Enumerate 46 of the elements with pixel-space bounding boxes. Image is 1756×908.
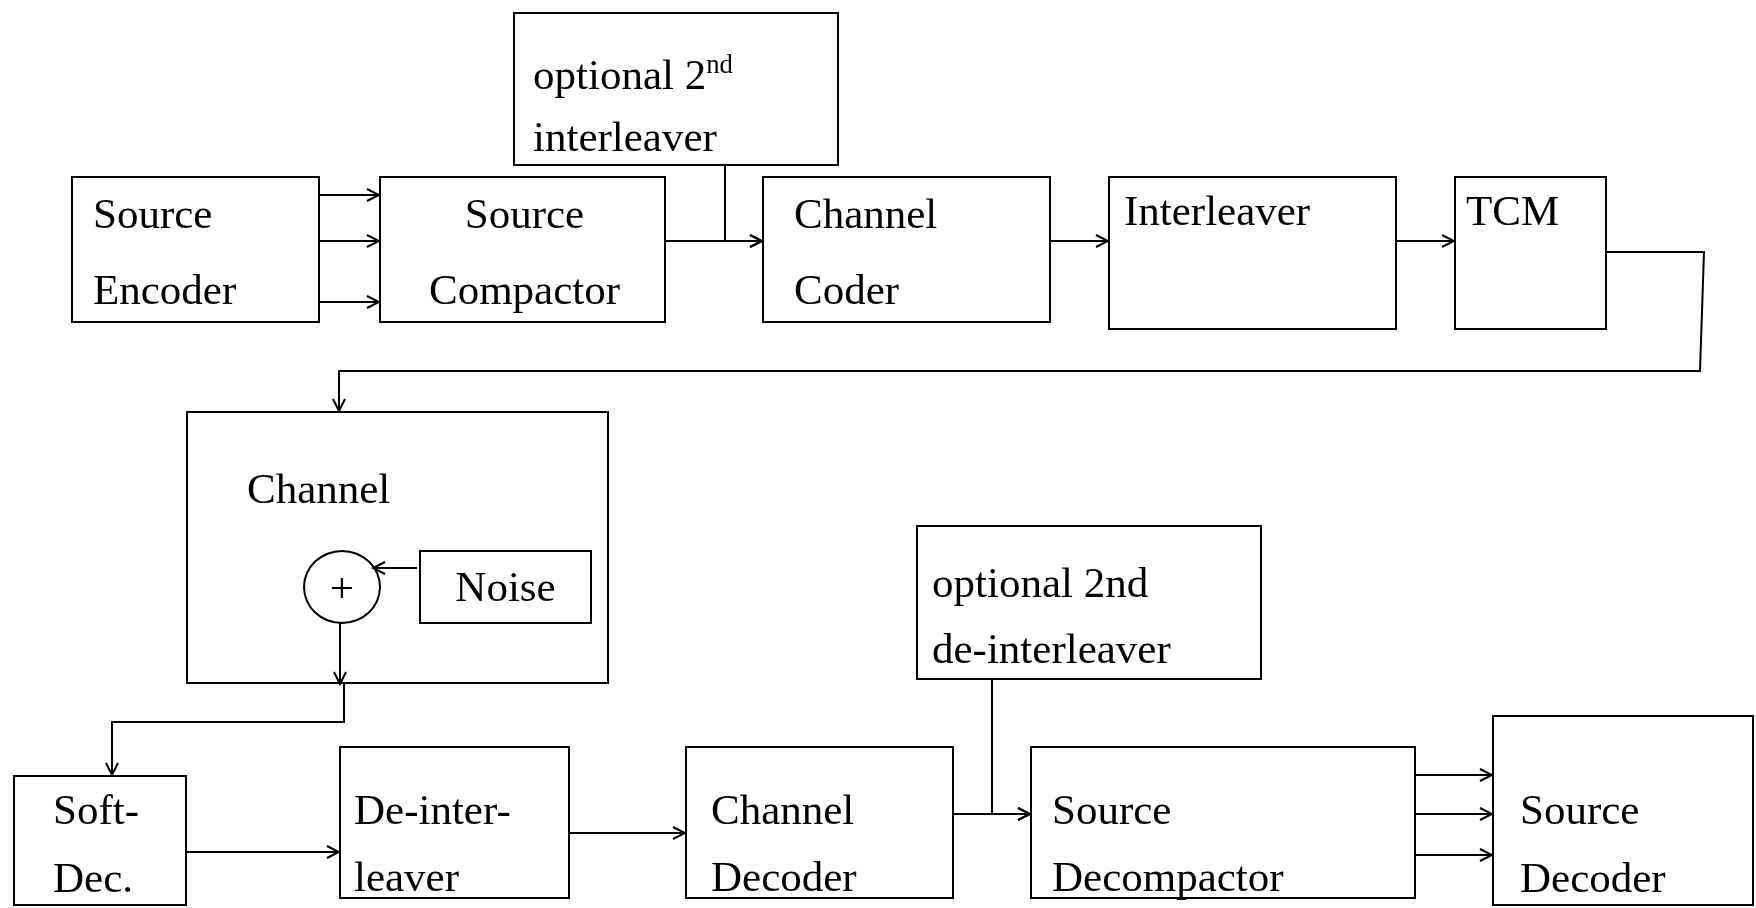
arrow [186,845,340,859]
arrow [991,679,1031,821]
process-box [71,176,320,323]
process-box [916,525,1262,680]
arrow [332,251,1706,412]
box-label: Soft- Dec. [53,785,140,903]
arrow [1415,848,1493,862]
arrow [1415,768,1493,782]
box-label: Channel Coder [794,189,939,315]
process-box [379,176,666,323]
arrow [319,234,380,248]
process-box [762,176,1051,323]
arrow [1396,234,1455,248]
box-label: TCM [1466,186,1561,236]
summing-circle [303,550,381,624]
arrow [333,621,347,685]
process-box [13,775,187,906]
arrow [372,561,418,575]
arrow [1050,234,1109,248]
box-label: De-inter- leaver [354,785,512,902]
arrow [724,165,763,248]
box-label: optional 2$^{nd}$ interleaver [533,48,734,162]
process-box [339,746,570,899]
box-label: optional 2nd de-interleaver [932,558,1172,674]
process-box [1454,176,1607,330]
process-box [1030,746,1416,899]
process-box [186,411,609,684]
arrow [319,188,380,202]
box-label: Channel [247,464,392,514]
box-label: Noise [454,562,557,612]
process-box [685,746,954,899]
box-label: + [328,563,356,613]
process-box [1492,715,1754,906]
box-label: Source Compactor [427,189,622,315]
box-label: Source Decoder [1520,785,1667,903]
arrow [105,683,345,776]
arrow [569,826,686,840]
process-box [513,12,839,166]
arrow [1415,807,1493,821]
process-box [1108,176,1397,330]
box-label: Source Encoder [93,189,238,315]
process-box [419,550,592,624]
box-label: Source Decompactor [1052,785,1285,902]
box-label: Interleaver [1124,186,1312,236]
arrow [319,295,380,309]
box-label: Channel Decoder [711,785,858,902]
